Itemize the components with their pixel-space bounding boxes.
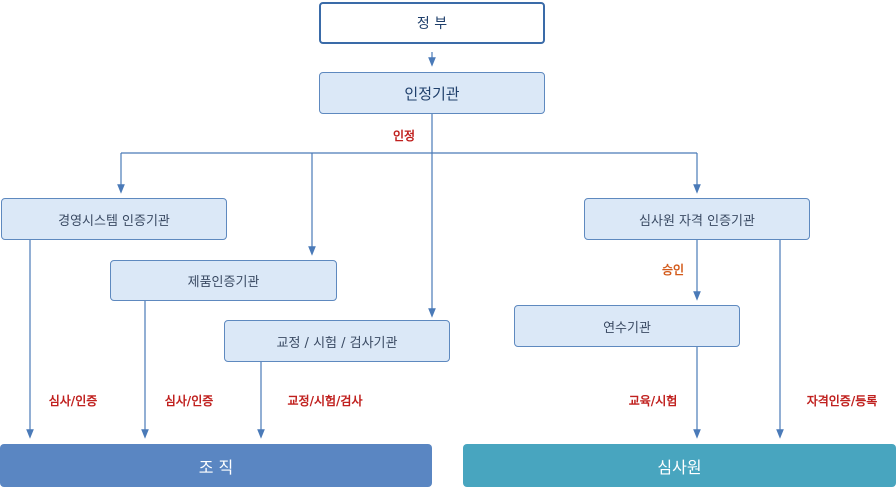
government-label: 정 부: [416, 16, 448, 32]
edge-label-qual-cert-reg: 자격인증/등록: [806, 394, 878, 408]
product-cert-label: 제품인증기관: [187, 275, 260, 290]
calib-test-inspect-node: 교정 / 시험 / 검사기관: [224, 320, 450, 362]
training-node: 연수기관: [514, 305, 740, 347]
mgmt-system-cert-node: 경영시스템 인증기관: [1, 198, 227, 240]
edge-label-audit-cert-2: 심사/인증: [164, 394, 214, 408]
government-node: 정 부: [319, 2, 545, 44]
calib-test-inspect-label: 교정 / 시험 / 검사기관: [276, 335, 398, 351]
auditor-band: 심사원: [463, 444, 896, 487]
edge-label-audit-cert-1: 심사/인증: [48, 394, 98, 408]
training-label: 연수기관: [603, 320, 651, 336]
edge-label-calib-test-inspect: 교정/시험/검사: [287, 394, 363, 408]
organization-band: 조 직: [0, 444, 432, 487]
auditor-cert-label: 심사원 자격 인증기관: [639, 213, 755, 229]
edge-label-edu-test: 교육/시험: [628, 394, 678, 408]
organization-label: 조 직: [198, 457, 234, 477]
product-cert-node: 제품인증기관: [110, 260, 337, 301]
mgmt-system-cert-label: 경영시스템 인증기관: [58, 213, 170, 229]
auditor-label: 심사원: [657, 457, 702, 477]
auditor-cert-node: 심사원 자격 인증기관: [584, 198, 810, 240]
accreditation-body-label: 인정기관: [404, 84, 460, 103]
accreditation-body-node: 인정기관: [319, 72, 545, 114]
edge-label-accreditation: 인정: [392, 129, 416, 143]
edge-label-approval: 승인: [661, 263, 685, 277]
